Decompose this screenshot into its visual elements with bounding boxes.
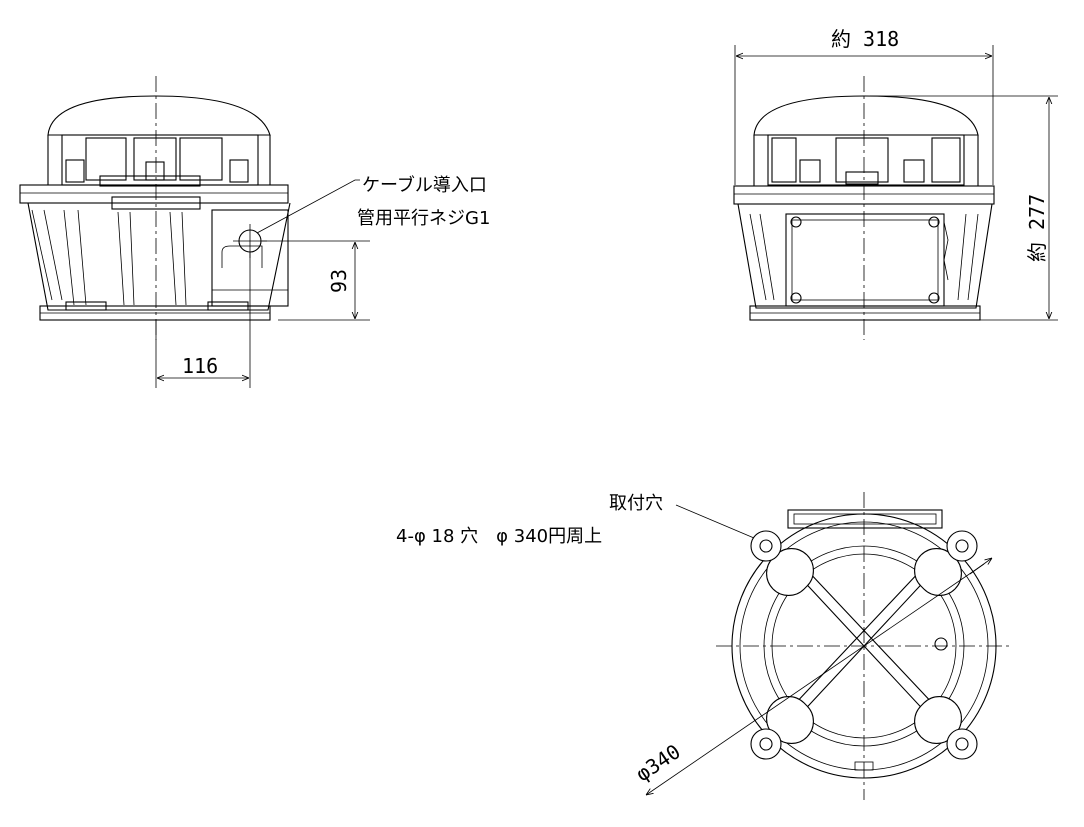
top-view-bottom (646, 492, 1012, 800)
cable-thread-label: 管用平行ネジG1 (357, 208, 490, 229)
dim-116: 116 (182, 354, 218, 378)
mount-hole-label: 取付穴 (609, 493, 663, 514)
cable-entry-label: ケーブル導入口 (362, 174, 487, 196)
dim-diameter-340: φ340 (631, 739, 684, 786)
front-view-right (733, 45, 1058, 340)
dim-318: 約 318 (831, 27, 899, 51)
dim-93: 93 (327, 269, 351, 293)
mount-hole-spec: 4-φ 18 穴 φ 340円周上 (396, 526, 602, 547)
side-view-left (19, 76, 370, 388)
dim-277: 約 277 (1025, 194, 1049, 262)
